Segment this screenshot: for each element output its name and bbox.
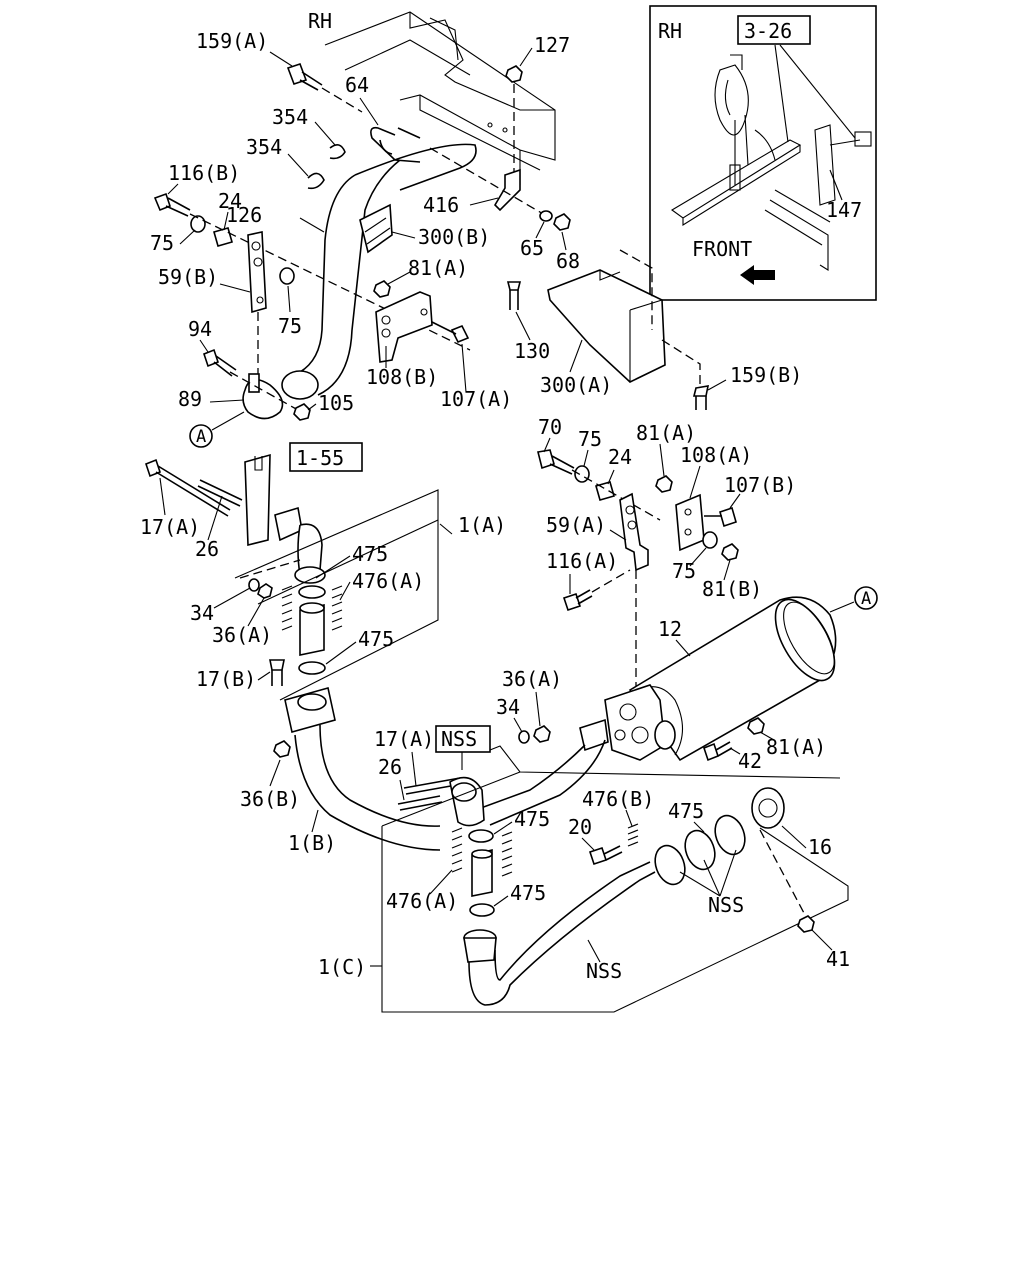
part-89-label: 89: [178, 387, 202, 411]
part-20-label: 20: [568, 815, 592, 839]
ref-3-26-label: 3-26: [744, 19, 792, 43]
part-105-label: 105: [318, 391, 354, 415]
detail-inset: RH 3-26 147 FRONT: [649, 5, 877, 301]
part-108b-label: 108(B): [366, 365, 438, 389]
circle-a-upper-label: A: [196, 427, 206, 447]
part-476a-lower-label: 476(A): [386, 889, 458, 913]
part-476b-label: 476(B): [582, 787, 654, 811]
part-59b-label: 59(B): [158, 265, 218, 289]
part-147-label: 147: [826, 198, 862, 222]
part-12-label: 12: [658, 617, 682, 641]
part-159a-label: 159(A): [196, 29, 268, 53]
part-300b-label: 300(B): [418, 225, 490, 249]
part-68-label: 68: [556, 249, 580, 273]
part-475b-label: 475: [358, 627, 394, 651]
part-476a-upper-label: 476(A): [352, 569, 424, 593]
part-17a-lower-label: 17(A): [374, 727, 434, 751]
part-16-label: 16: [808, 835, 832, 859]
part-65-label: 65: [520, 236, 544, 260]
part-34b-label: 34: [496, 695, 520, 719]
bolt-159a: [286, 62, 363, 113]
part-81a-mid-label: 81(A): [636, 421, 696, 445]
rh-main-label: RH: [308, 9, 332, 33]
part-1a-label: 1(A): [458, 513, 506, 537]
part-34a-label: 34: [190, 601, 214, 625]
part-116a-label: 116(A): [546, 549, 618, 573]
part-36a-lower-label: 36(A): [502, 667, 562, 691]
part-36a-upper-label: 36(A): [212, 623, 272, 647]
part-75b-label: 75: [278, 314, 302, 338]
part-75a-label: 75: [150, 231, 174, 255]
part-81b-label: 81(B): [702, 577, 762, 601]
part-94-label: 94: [188, 317, 212, 341]
part-116b-label: 116(B): [168, 161, 240, 185]
part-17a-upper-label: 17(A): [140, 515, 200, 539]
rh-inset-label: RH: [658, 19, 682, 43]
part-59a-label: 59(A): [546, 513, 606, 537]
part-75c-label: 75: [578, 427, 602, 451]
part-42-label: 42: [738, 749, 762, 773]
part-24b-label: 24: [608, 445, 632, 469]
part-107a-label: 107(A): [440, 387, 512, 411]
nss-middle-label: NSS: [708, 893, 744, 917]
part-159b-label: 159(B): [730, 363, 802, 387]
part-475e-label: 475: [510, 881, 546, 905]
part-416-label: 416: [423, 193, 459, 217]
part-41-label: 41: [826, 947, 850, 971]
part-126-label: 126: [226, 203, 262, 227]
nss-upper-label: NSS: [441, 727, 477, 751]
part-354b-label: 354: [246, 135, 282, 159]
part-475c-label: 475: [514, 807, 550, 831]
front-arrow-icon: [740, 265, 775, 285]
ref-1-55-label: 1-55: [296, 446, 344, 470]
part-108a-label: 108(A): [680, 443, 752, 467]
part-64-label: 64: [345, 73, 369, 97]
part-81a-upper-label: 81(A): [408, 256, 468, 280]
circle-a-right-label: A: [861, 589, 871, 609]
part-70-label: 70: [538, 415, 562, 439]
part-130-label: 130: [514, 339, 550, 363]
nss-lower-label: NSS: [586, 959, 622, 983]
part-107b-label: 107(B): [724, 473, 796, 497]
muffler-12: [604, 596, 837, 762]
part-26b-label: 26: [378, 755, 402, 779]
part-1b-label: 1(B): [288, 831, 336, 855]
part-81a-lower-label: 81(A): [766, 735, 826, 759]
part-127-label: 127: [534, 33, 570, 57]
part-24a-label: 24: [218, 189, 242, 213]
part-354a-label: 354: [272, 105, 308, 129]
part-36b-label: 36(B): [240, 787, 300, 811]
part-300a-label: 300(A): [540, 373, 612, 397]
part-26a-label: 26: [195, 537, 219, 561]
part-17b-label: 17(B): [196, 667, 256, 691]
frame-rail: [324, 11, 556, 185]
part-1c-label: 1(C): [318, 955, 366, 979]
part-475d-label: 475: [668, 799, 704, 823]
front-label: FRONT: [692, 237, 752, 261]
